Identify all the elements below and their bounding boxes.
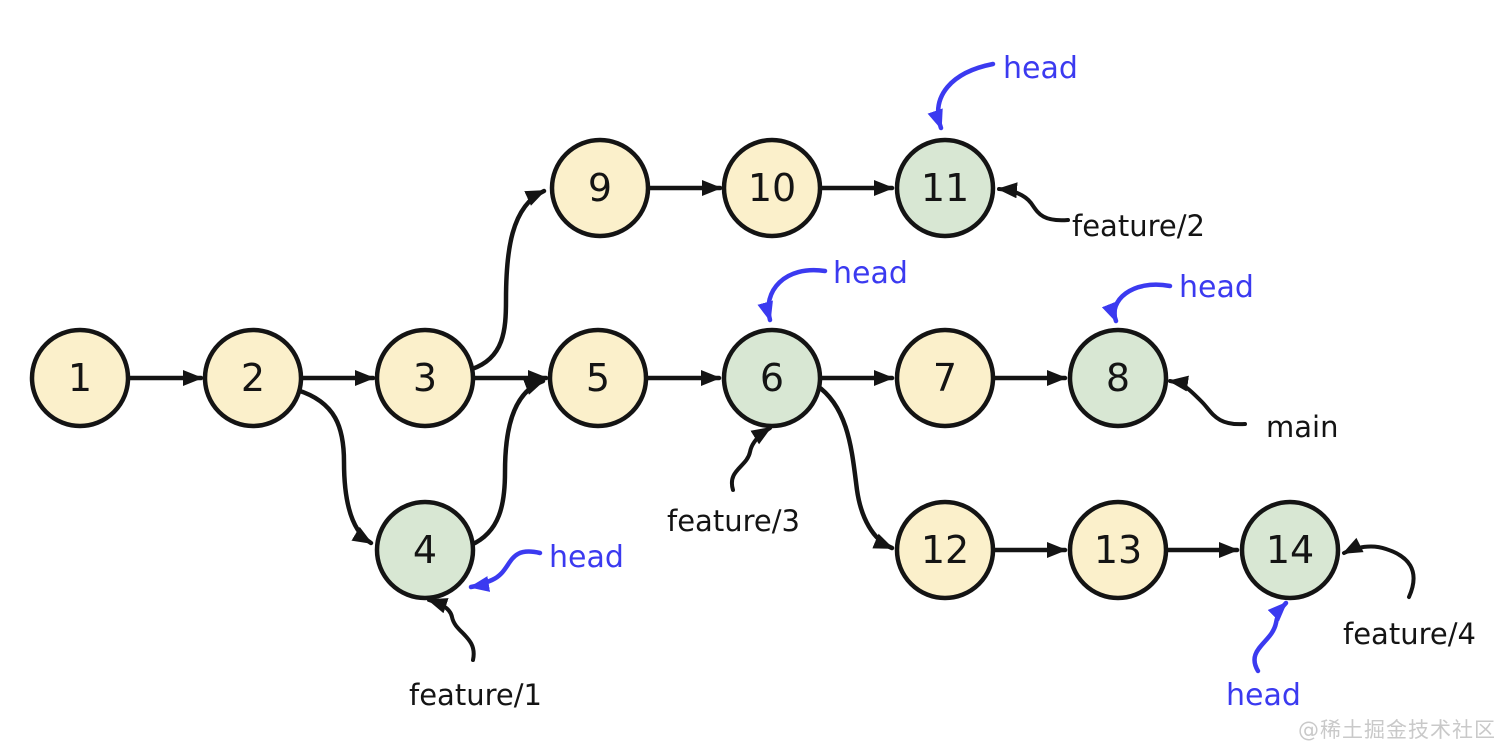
branch-label-feature-1: feature/1 [409,678,542,712]
head-pointer-arrow-4 [468,549,543,592]
commit-node-10: 10 [721,137,823,239]
head-label-4: head [549,540,624,575]
branch-label-feature-4: feature/4 [1343,617,1476,651]
commit-circle [721,137,823,239]
commit-node-13: 13 [1067,499,1169,601]
branch-tip-commit-circle [1239,499,1341,601]
branch-label-feature-2: feature/2 [1072,209,1205,243]
edge-4-to-5 [468,378,546,548]
commit-node-1: 1 [29,327,131,429]
branch-tip-commit-circle [374,499,476,601]
branch-tip-commit-circle [1067,327,1169,429]
head-label-8: head [1179,270,1254,305]
commit-circle [894,327,996,429]
head-label-11: head [1003,51,1078,86]
commit-node-5: 5 [547,327,649,429]
commit-node-14: 14 [1239,499,1341,601]
edge-2-to-4 [294,387,374,546]
commit-node-8: 8 [1067,327,1169,429]
branch-pointer-arrow-main [1168,375,1247,427]
commit-number: 1 [68,356,92,400]
head-pointer-arrow-14 [1252,600,1289,674]
branch-pointer-arrow-feature-2 [997,182,1070,223]
branch-pointer-arrow-feature-1 [427,598,476,662]
commit-node-4: 4 [374,499,476,601]
head-label-6: head [833,256,908,291]
commit-number: 14 [1266,528,1314,572]
commit-circle [547,327,649,429]
branch-tip-commit-circle [721,327,823,429]
commit-number: 12 [921,528,969,572]
commit-number: 5 [586,356,610,400]
commit-circle [894,499,996,601]
commit-node-12: 12 [894,499,996,601]
commit-node-11: 11 [894,137,996,239]
commit-number: 7 [933,356,957,400]
branch-pointer-arrow-feature-4 [1342,537,1416,599]
commit-node-6: 6 [721,327,823,429]
commit-number: 2 [241,356,265,400]
commit-number: 8 [1106,356,1130,400]
commit-circle [202,327,304,429]
edge-6-to-12 [813,382,895,551]
branch-label-main: main [1266,410,1338,444]
commit-node-3: 3 [374,327,476,429]
commit-circle [1067,499,1169,601]
watermark: @稀土掘金技术社区 [1298,718,1496,742]
commit-number: 13 [1094,528,1142,572]
commit-circle [549,137,651,239]
commit-number: 10 [748,166,796,210]
head-pointer-arrow-8 [1101,282,1173,324]
commit-number: 11 [921,166,969,210]
head-pointer-arrow-6 [757,267,828,323]
branch-pointer-arrow-feature-3 [729,426,772,492]
branch-tip-commit-circle [894,137,996,239]
edge-3-to-9 [469,188,547,372]
commit-number: 6 [760,356,784,400]
head-pointer-arrow-11 [927,61,996,131]
commit-node-2: 2 [202,327,304,429]
commit-number: 3 [413,356,437,400]
commit-circle [374,327,476,429]
commit-number: 4 [413,528,437,572]
commit-number: 9 [588,166,612,210]
branch-label-feature-3: feature/3 [667,504,800,538]
commit-node-9: 9 [549,137,651,239]
commit-circle [29,327,131,429]
head-label-14: head [1226,678,1301,713]
commit-node-7: 7 [894,327,996,429]
